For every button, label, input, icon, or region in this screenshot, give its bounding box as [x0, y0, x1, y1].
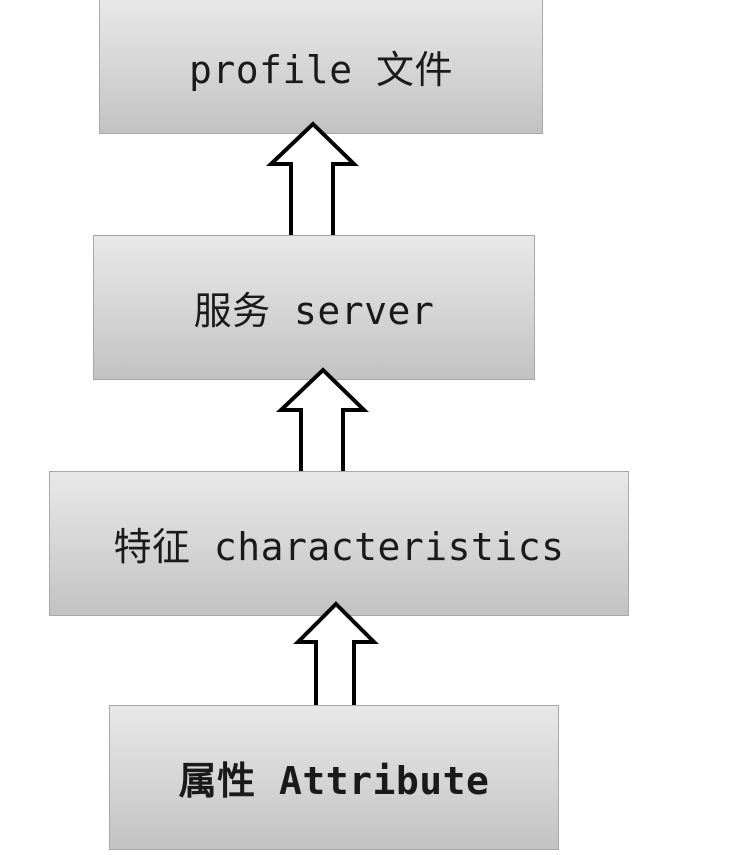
- arrow-attribute-to-characteristics: [293, 601, 379, 717]
- node-attribute-label: 属性 Attribute: [178, 759, 490, 803]
- node-attribute: 属性 Attribute: [109, 705, 559, 850]
- node-characteristics-label: 特征 characteristics: [113, 525, 565, 569]
- arrow-server-to-profile: [266, 121, 359, 249]
- node-profile-label: profile 文件: [188, 47, 454, 92]
- node-characteristics: 特征 characteristics: [49, 471, 629, 616]
- node-server: 服务 server: [93, 235, 535, 380]
- node-profile: profile 文件: [99, 0, 543, 134]
- node-server-label: 服务 server: [193, 289, 435, 333]
